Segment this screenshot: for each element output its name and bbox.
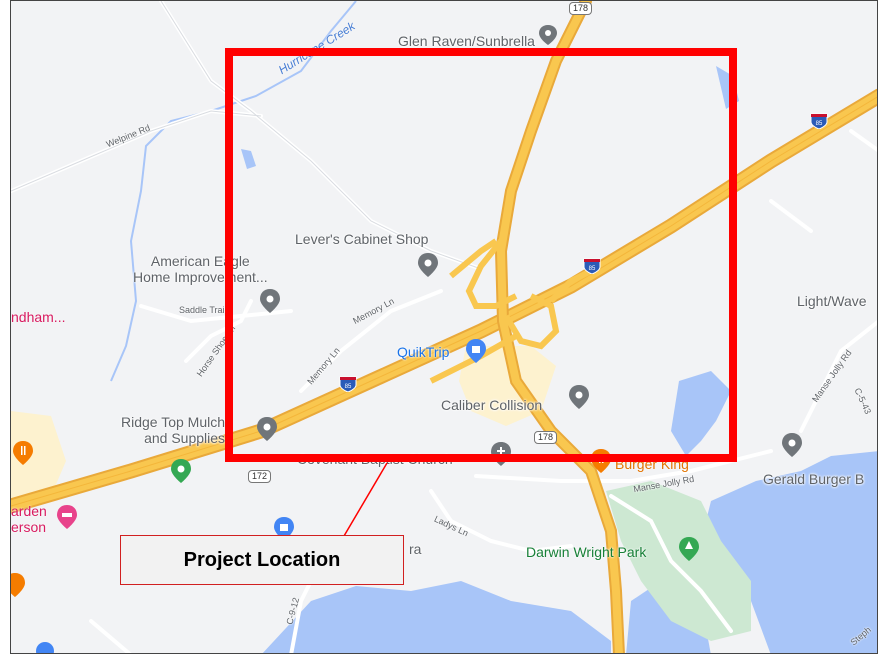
project-location-box [225,48,737,462]
shield-number: 85 [345,384,352,390]
poi-american-eagle-label[interactable]: American Eagle Home Improvement... [133,253,268,285]
map-pin-icon[interactable] [569,385,589,409]
map-pin-icon[interactable] [257,417,277,441]
park [606,481,751,641]
map-pin-icon[interactable] [538,25,558,45]
restaurant-icon[interactable] [13,441,33,465]
poi-darwin-park-label[interactable]: Darwin Wright Park [526,544,647,560]
lake-bottom-left [262,581,611,653]
poi-glen-raven-label[interactable]: Glen Raven/Sunbrella [398,33,535,49]
interstate-shield-icon: 85 [810,113,828,129]
map-pin-icon[interactable] [782,433,802,457]
map-canvas [11,1,877,653]
poi-garden-label[interactable]: arden erson [11,503,47,535]
map-pin-icon[interactable] [260,289,280,313]
pond-left [241,149,256,169]
poi-gerald-label[interactable]: Gerald Burger B [763,471,865,487]
cove-east [671,371,731,456]
poi-ra-label[interactable]: ra [409,541,422,557]
map-pin-icon[interactable] [418,253,438,277]
poi-levers-label[interactable]: Lever's Cabinet Shop [295,231,429,247]
project-location-callout: Project Location [120,535,404,585]
road-saddle-trail-label: Saddle Trail [179,305,227,315]
shield-number: 85 [589,266,596,272]
hotel-icon[interactable] [57,505,77,529]
map-pin-icon[interactable] [35,641,55,653]
shield-number: 85 [816,121,823,127]
interstate-shield-icon: 85 [339,376,357,392]
creek [110,1,357,382]
poi-wyndham-label[interactable]: ndham... [11,309,66,325]
poi-quiktrip-label[interactable]: QuikTrip [397,344,450,360]
poi-ridge-top-label[interactable]: Ridge Top Mulch and Supplies [121,414,226,446]
lake [701,451,877,653]
poi-caliber-label[interactable]: Caliber Collision [441,397,543,413]
map-pin-icon[interactable] [171,459,191,483]
commercial-area-west [11,411,66,501]
us-route-shield: 178 [534,431,558,444]
map-pin-icon[interactable] [11,573,25,597]
tree-icon[interactable] [679,537,699,561]
shopping-bag-icon[interactable] [466,339,486,363]
state-route-shield: 172 [248,470,272,483]
poi-light-wave-label[interactable]: Light/Wave [797,293,867,309]
us-route-shield: 178 [569,2,593,15]
